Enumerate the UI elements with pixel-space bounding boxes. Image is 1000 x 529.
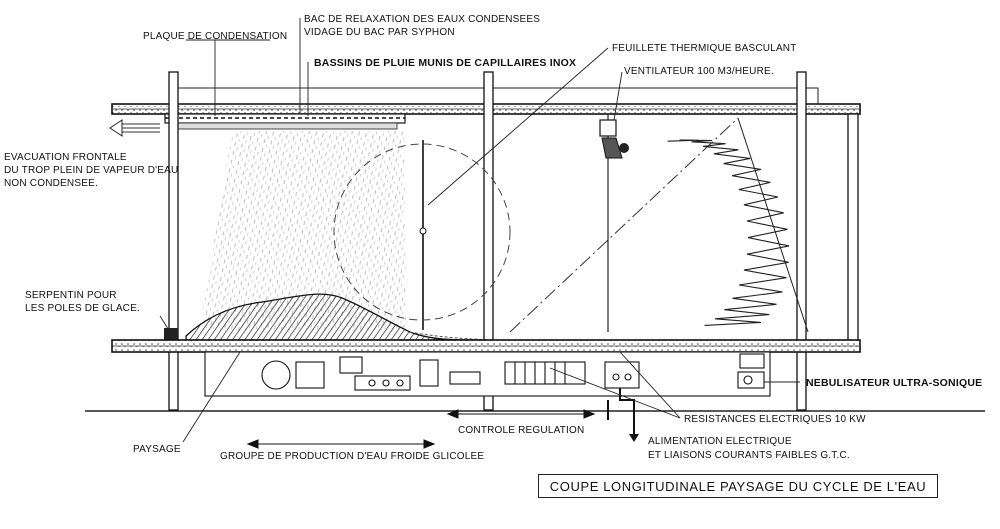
supply-pipe (607, 388, 639, 442)
evacuation-arrow (109, 119, 160, 137)
dim-arrows (246, 409, 596, 449)
vapor-spiral (667, 139, 790, 326)
label-groupe-production: GROUPE DE PRODUCTION D'EAU FROIDE GLICOL… (220, 451, 485, 462)
label-vidage-bac: VIDAGE DU BAC PAR SYPHON (304, 27, 455, 38)
floor-slab (111, 339, 861, 353)
label-plaque-condensation: PLAQUE DE CONDENSATION (143, 31, 288, 42)
label-paysage: PAYSAGE (133, 444, 181, 455)
label-evacuation-1: EVACUATION FRONTALE (4, 152, 127, 163)
leader-lines (159, 18, 800, 443)
label-nebulisateur: NEBULISATEUR ULTRA-SONIQUE (806, 377, 983, 389)
airflow-line (509, 117, 739, 333)
rain-curtain (200, 131, 406, 330)
label-ventilateur: VENTILATEUR 100 M3/HEURE. (624, 66, 774, 77)
label-bassins-pluie: BASSINS DE PLUIE MUNIS DE CAPILLAIRES IN… (314, 57, 577, 69)
drawing-title-box: COUPE LONGITUDINALE PAYSAGE DU CYCLE DE … (538, 474, 938, 498)
label-serpentin-2: LES POLES DE GLACE. (25, 303, 140, 314)
label-bac-relaxation: BAC DE RELAXATION DES EAUX CONDENSEES (304, 14, 541, 25)
ventilator (599, 114, 629, 332)
thermal-sheet (333, 140, 511, 330)
label-evacuation-3: NON CONDENSEE. (4, 178, 98, 189)
label-resistances: RESISTANCES ELECTRIQUES 10 KW (684, 414, 866, 425)
label-alimentation-2: ET LIAISONS COURANTS FAIBLES G.T.C. (648, 450, 850, 461)
brace-line (737, 117, 809, 333)
basement-machinery (204, 351, 771, 397)
condensation-plate (164, 113, 406, 130)
label-controle-regulation: CONTROLE REGULATION (458, 425, 585, 436)
label-serpentin-1: SERPENTIN POUR (25, 290, 117, 301)
label-feuillete-thermique: FEUILLETE THERMIQUE BASCULANT (612, 43, 797, 54)
label-evacuation-2: DU TROP PLEIN DE VAPEUR D'EAU (4, 165, 179, 176)
columns (168, 71, 859, 411)
label-alimentation-1: ALIMENTATION ELECTRIQUE (648, 436, 792, 447)
landscape-mound (185, 293, 481, 341)
drawing-title: COUPE LONGITUDINALE PAYSAGE DU CYCLE DE … (549, 479, 927, 494)
